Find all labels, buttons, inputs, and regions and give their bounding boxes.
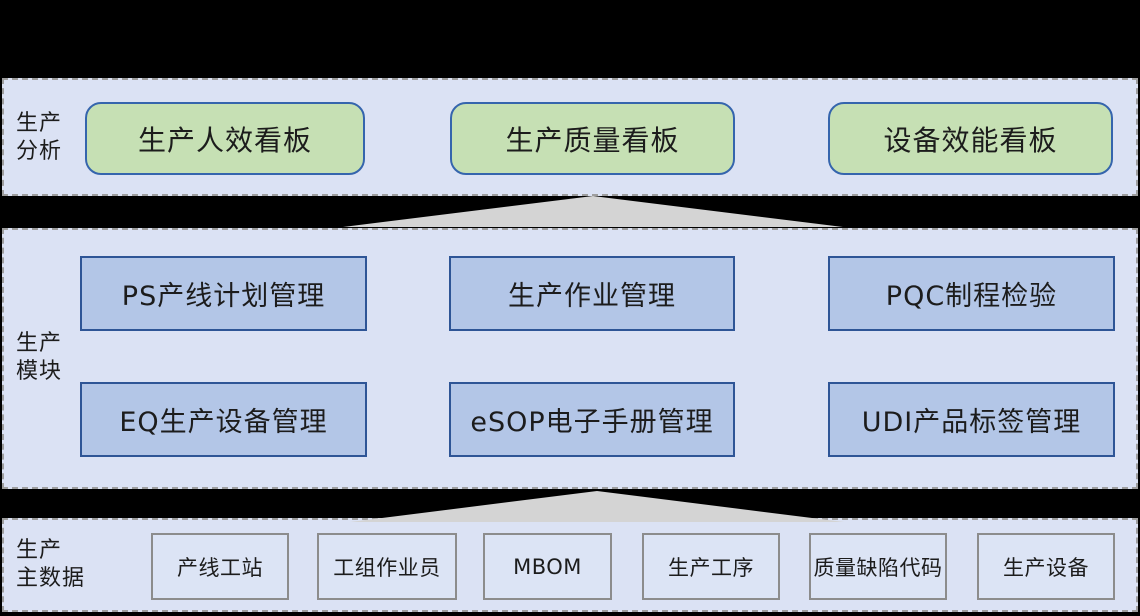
node-quality-defect-code: 质量缺陷代码 (809, 533, 947, 600)
node-production-quality-board: 生产质量看板 (450, 102, 735, 175)
node-label: PQC制程检验 (885, 281, 1058, 312)
node-eq-equipment-management: EQ生产设备管理 (80, 382, 367, 457)
node-mbom: MBOM (483, 533, 612, 600)
node-label: 生产人效看板 (137, 123, 312, 157)
node-production-efficiency-board: 生产人效看板 (85, 102, 365, 175)
node-line-workstation: 产线工站 (151, 533, 289, 600)
node-udi-product-label-management: UDI产品标签管理 (828, 382, 1115, 457)
node-label: eSOP电子手册管理 (470, 407, 714, 438)
up-arrow-masterdata-to-modules (350, 491, 844, 522)
layer-label-production-master-data: 生产 主数据 (16, 538, 86, 591)
layer-label-production-modules: 生产 模块 (16, 331, 63, 384)
node-production-equipment: 生产设备 (977, 533, 1115, 600)
node-label: 生产作业管理 (508, 281, 676, 312)
node-production-operation-management: 生产作业管理 (449, 256, 735, 331)
node-label: 生产设备 (1003, 555, 1089, 580)
node-esop-emanual-management: eSOP电子手册管理 (449, 382, 735, 457)
up-arrow-modules-to-analysis (343, 196, 843, 227)
node-production-process: 生产工序 (642, 533, 780, 600)
node-equipment-effectiveness-board: 设备效能看板 (828, 102, 1113, 175)
node-label: PS产线计划管理 (121, 281, 326, 312)
node-label: 设备效能看板 (883, 123, 1058, 157)
node-label: 产线工站 (177, 555, 263, 580)
node-pqc-process-inspection: PQC制程检验 (828, 256, 1115, 331)
node-label: EQ生产设备管理 (119, 407, 328, 438)
node-label: 工组作业员 (333, 555, 441, 580)
node-ps-line-plan-management: PS产线计划管理 (80, 256, 367, 331)
node-label: 生产质量看板 (505, 123, 680, 157)
node-label: 生产工序 (668, 555, 754, 580)
node-label: UDI产品标签管理 (861, 407, 1082, 438)
node-team-operator: 工组作业员 (317, 533, 457, 600)
node-label: 质量缺陷代码 (813, 555, 943, 580)
node-label: MBOM (513, 554, 582, 579)
layer-label-production-analysis: 生产 分析 (16, 111, 63, 164)
